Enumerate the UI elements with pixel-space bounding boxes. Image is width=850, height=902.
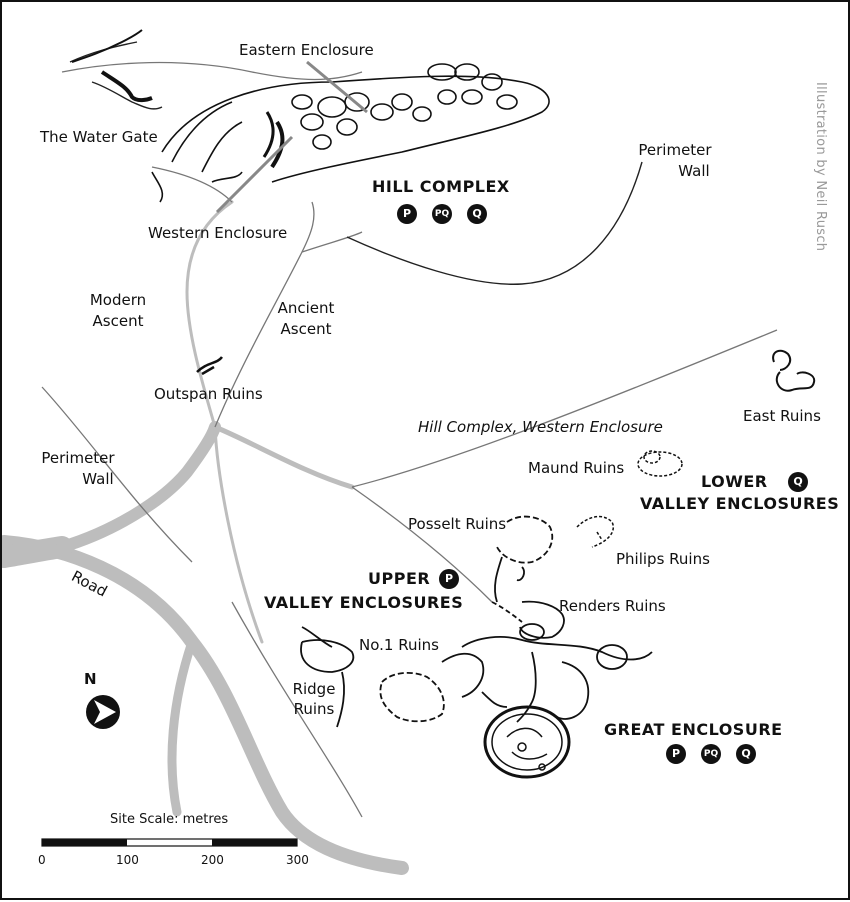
badge-lower-q: Q [788, 472, 808, 492]
badge-great-pq: PQ [701, 744, 721, 764]
water-gate-stream [100, 70, 153, 103]
scale-title: Site Scale: metres [110, 812, 229, 827]
badge-great-p: P [666, 744, 686, 764]
label-water-gate: The Water Gate [40, 128, 158, 146]
label-upper-valley-1: UPPER [368, 569, 431, 588]
scale-bar [41, 838, 298, 847]
label-east-ruins: East Ruins [743, 407, 821, 425]
label-ancient-ascent-2: Ascent [280, 320, 332, 338]
label-perimeter-wall-ne-2: Wall [678, 162, 710, 180]
label-upper-valley-2: VALLEY ENCLOSURES [264, 593, 464, 612]
road-to-junction [56, 421, 221, 553]
badge-upper-p: P [439, 569, 459, 589]
maund-ruins-symbol [637, 450, 683, 477]
label-ridge-ruins-1: Ridge [292, 680, 336, 698]
perimeter-walls [69, 41, 643, 285]
scale-tick-0: 0 [38, 853, 46, 867]
perimeter-wall-ne [346, 161, 643, 285]
east-ruins-symbol [772, 349, 816, 392]
scale-tick-300: 300 [286, 853, 309, 867]
label-philips-ruins: Philips Ruins [616, 550, 710, 568]
label-ridge-ruins-2: Ruins [293, 700, 335, 718]
valley-ruins [300, 515, 653, 728]
road-west-branch [2, 536, 73, 568]
label-lower-valley-1: LOWER [701, 472, 768, 491]
badge-hill-p: P [397, 204, 417, 224]
thin-paths [41, 61, 778, 818]
badge-hill-pq: PQ [432, 204, 452, 224]
scale-tick-200: 200 [201, 853, 224, 867]
main-road [2, 535, 409, 875]
road-junction-south [213, 425, 264, 644]
label-perimeter-wall-w-2: Wall [82, 470, 114, 488]
road-network [2, 200, 409, 875]
label-perimeter-wall-ne-1: Perimeter [638, 141, 712, 159]
label-eastern-enclosure: Eastern Enclosure [239, 41, 374, 59]
eastern-enclosure-pointer [306, 60, 368, 114]
label-modern-ascent-2: Ascent [92, 312, 144, 330]
label-perimeter-wall-w-1: Perimeter [41, 449, 115, 467]
great-enclosure-symbol [483, 705, 571, 779]
label-great-enclosure: GREAT ENCLOSURE [604, 720, 783, 739]
north-arrow [86, 695, 120, 729]
scale-tick-100: 100 [116, 853, 139, 867]
label-hill-complex-western: Hill Complex, Western Enclosure [418, 418, 663, 436]
label-lower-valley-2: VALLEY ENCLOSURES [640, 494, 840, 513]
label-western-enclosure: Western Enclosure [148, 224, 288, 242]
label-renders-ruins: Renders Ruins [559, 597, 666, 615]
road-junction-east [212, 424, 355, 490]
label-no1-ruins: No.1 Ruins [359, 636, 439, 654]
illustration-credit: Illustration by Neil Rusch [813, 82, 828, 252]
badge-hill-q: Q [467, 204, 487, 224]
badge-great-q: Q [736, 744, 756, 764]
road-lower-branch [167, 637, 197, 817]
label-modern-ascent-1: Modern [89, 291, 147, 309]
outspan-ruins-symbol [196, 356, 224, 376]
compass-label: N [84, 670, 98, 688]
philips-ruins-symbol [576, 515, 614, 548]
hill-complex-ruins [151, 63, 550, 203]
water-gate-stream-2 [71, 29, 143, 63]
label-maund-ruins: Maund Ruins [528, 459, 625, 477]
western-enclosure-pointer [215, 135, 294, 214]
label-posselt-ruins: Posselt Ruins [408, 515, 507, 533]
modern-ascent-path [185, 200, 234, 429]
label-hill-complex: HILL COMPLEX [372, 177, 510, 196]
label-outspan-ruins: Outspan Ruins [154, 385, 263, 403]
label-ancient-ascent-1: Ancient [277, 299, 335, 317]
